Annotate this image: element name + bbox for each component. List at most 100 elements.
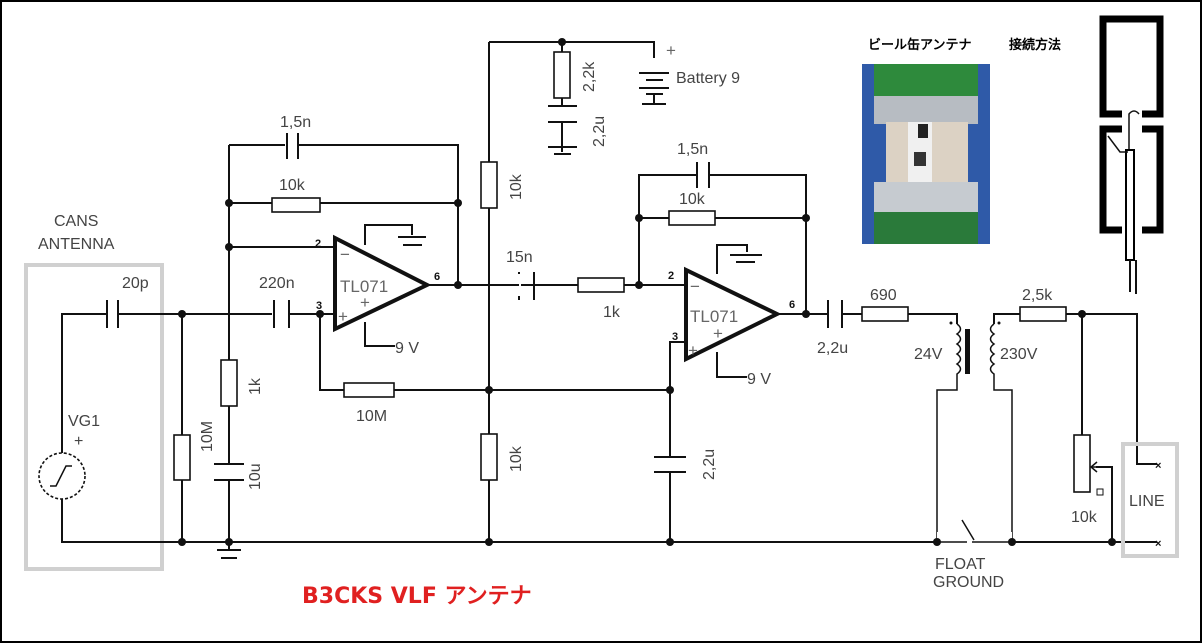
beer-can-photo [862, 64, 990, 244]
c15n-label: 15n [506, 249, 533, 266]
float-ground-switch[interactable] [937, 519, 1012, 543]
antenna-diagram-icon [1099, 15, 1164, 294]
r1k-b-label: 1k [603, 304, 621, 321]
op1-minus: − [340, 245, 350, 264]
resistor-1k [220, 359, 238, 407]
r2-2k-label: 2,2k [581, 61, 598, 92]
r10k-top-label: 10k [508, 173, 525, 200]
op1-9v-label: 9 V [395, 340, 419, 357]
op1-pin3: 3 [316, 300, 322, 312]
op2-ground-wire [716, 244, 762, 274]
op2-plus: + [688, 341, 698, 360]
line-out-wire [1066, 313, 1157, 542]
resistor-690 [861, 306, 909, 322]
tr-primary-label: 24V [914, 346, 943, 363]
signal-source-icon [38, 452, 86, 500]
c2-2u-out-label: 2,2u [817, 340, 848, 357]
op1-feedback-wire [229, 144, 459, 285]
ground-symbol-icon [217, 549, 241, 559]
r10m-bias-label: 10M [356, 408, 387, 425]
wire-1k-branch [182, 145, 272, 550]
capacitor-10u [214, 463, 244, 481]
antenna-box [24, 263, 164, 571]
line-box [1121, 442, 1179, 558]
c20p-label: 20p [122, 275, 149, 292]
bias-wire [319, 314, 670, 391]
op1-ground-wire [364, 224, 426, 246]
resistor-2-5k [1019, 306, 1067, 322]
op2-bias-wire [669, 341, 685, 542]
op2-label: TL071 [690, 307, 738, 326]
tr-secondary-label: 230V [1000, 346, 1038, 363]
supply-wire [489, 41, 655, 152]
junction-dots [178, 38, 1116, 546]
float-label: FLOAT [935, 556, 986, 573]
op2-minus: − [690, 277, 700, 296]
battery-icon [639, 72, 669, 105]
battery-plus: + [666, 41, 676, 60]
capacitor-220n [273, 300, 290, 328]
pot-label: 10k [1071, 509, 1098, 526]
r10k-fb1-label: 10k [279, 177, 306, 194]
ground-label: GROUND [933, 574, 1004, 591]
op2-vplus-wire [716, 352, 747, 378]
op1-label: TL071 [340, 277, 388, 296]
transformer-icon [936, 313, 1020, 542]
op2-pin6: 6 [789, 299, 795, 311]
r2-5k-label: 2,5k [1022, 287, 1053, 304]
pot-wiper-icon [1089, 461, 1098, 473]
op2-feedback-wire [638, 174, 807, 314]
op1-vplus-mark: + [360, 293, 370, 312]
line-terminal-top: × [1155, 460, 1161, 472]
c2-2u-supply-label: 2,2u [591, 116, 608, 147]
cans-label: CANS [54, 213, 98, 230]
op2-vplus-mark: + [713, 324, 723, 343]
opamp-tl071-2 [684, 266, 782, 363]
c1-5n-a-label: 1,5n [280, 114, 311, 131]
potentiometer-10k [1073, 434, 1091, 493]
r10k-fb2-label: 10k [679, 191, 706, 208]
r690-label: 690 [870, 287, 897, 304]
resistor-10k-bottom [480, 433, 498, 481]
resistor-10m [173, 434, 191, 481]
op1-vplus-wire [364, 322, 395, 347]
vg1-label: VG1 [68, 413, 100, 430]
resistor-10k-fb1 [271, 197, 321, 213]
op1-plus: + [338, 307, 348, 326]
resistor-10m-bias [343, 382, 395, 398]
op2-9v-label: 9 V [747, 371, 771, 388]
opamp-tl071-1 [333, 234, 432, 333]
page-title: B3CKS VLF アンテナ [302, 584, 532, 609]
resistor-1k-b [577, 277, 625, 293]
vg1-plus: + [74, 433, 83, 450]
capacitor-2-2u-supply [548, 105, 577, 155]
r1k-label: 1k [247, 377, 264, 395]
c1-5n-b-label: 1,5n [677, 141, 708, 158]
line-terminal-bottom: × [1155, 538, 1161, 550]
photo-caption-right: 接続方法 [1009, 37, 1061, 53]
c10u-label: 10u [247, 463, 264, 490]
battery-label: Battery 9 [676, 70, 740, 87]
c2-2u-mid-label: 2,2u [701, 449, 718, 480]
op2-pin2: 2 [668, 270, 674, 282]
resistor-10k-fb2 [668, 210, 716, 226]
capacitor-1-5n-b [696, 162, 710, 188]
capacitor-2-2u-mid [654, 456, 686, 473]
resistor-10k-top [480, 161, 498, 209]
photo-caption-left: ビール缶アンテナ [868, 37, 971, 53]
capacitor-20p [106, 300, 119, 328]
op1-pin6: 6 [434, 271, 440, 283]
c220n-label: 220n [259, 275, 295, 292]
antenna-wire [61, 313, 182, 543]
resistor-2-2k [553, 51, 571, 99]
capacitor-1-5n-a [286, 133, 299, 159]
r10k-bottom-label: 10k [508, 445, 525, 472]
r10m-label: 10M [199, 421, 216, 452]
antenna-label: ANTENNA [38, 236, 115, 253]
op1-pin2: 2 [315, 238, 321, 250]
op2-pin3: 3 [672, 331, 678, 343]
line-label: LINE [1129, 493, 1165, 510]
capacitor-2-2u-out [827, 300, 843, 328]
